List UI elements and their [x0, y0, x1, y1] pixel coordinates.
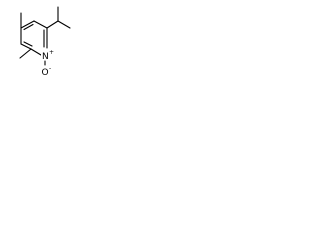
nitrogen-charge: + [49, 49, 54, 56]
isopropyl-bond-c2 [46, 20, 59, 29]
ring-double-bond-c3-c4 [23, 23, 34, 31]
ring-bond-c6-n1 [30, 48, 42, 56]
chemical-structure-diagram: N + O - [19, 6, 71, 78]
ring-bond-c2-c3 [33, 20, 48, 29]
oxygen-symbol: O [42, 68, 49, 78]
ring-bond-c5-c6 [20, 43, 32, 50]
isopropyl-bond-ch-ch3-right [57, 20, 71, 29]
nitrogen-atom: N + [41, 49, 54, 62]
ring-bond-c3-c4 [20, 20, 35, 29]
oxygen-atom: O - [41, 65, 51, 78]
methyl-bond-c6 [19, 48, 32, 59]
oxygen-charge: - [49, 65, 51, 72]
nitrogen-symbol: N [42, 52, 49, 62]
ring-double-bond-c5-c6 [23, 41, 33, 47]
